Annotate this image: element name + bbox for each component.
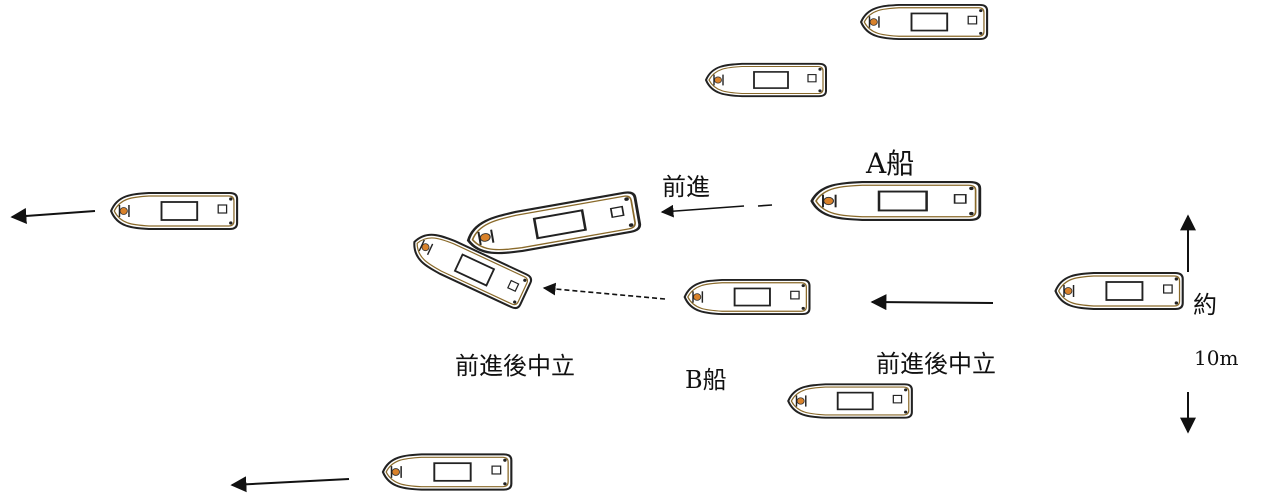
arrow-right-forward <box>870 294 994 311</box>
boat-b <box>683 278 811 316</box>
label-ship-b: B船 <box>685 366 727 394</box>
label-forward-neutral-right: 前進後中立 <box>876 350 996 378</box>
boat-top-right <box>860 3 989 41</box>
arrow-bottom-left <box>230 476 350 493</box>
label-ship-a: A船 <box>866 147 915 180</box>
boat-far-left <box>110 191 239 231</box>
arrow-ship-a-forward <box>660 204 745 218</box>
arrow-far-left <box>10 207 96 224</box>
boat-bottom-left <box>381 453 513 491</box>
label-distance: 10m <box>1194 346 1239 370</box>
boat-a <box>810 180 982 222</box>
label-forward-neutral-left: 前進後中立 <box>455 352 575 380</box>
boat-upper-middle <box>705 62 827 98</box>
boat-lower-middle <box>787 383 913 419</box>
arrow-ship-b-dashed <box>542 282 666 300</box>
boat-collision-long <box>463 189 643 262</box>
label-approx: 約 <box>1193 291 1217 319</box>
label-forward: 前進 <box>662 173 710 201</box>
boat-right-edge <box>1054 271 1184 311</box>
dash-ship-a <box>757 204 773 207</box>
